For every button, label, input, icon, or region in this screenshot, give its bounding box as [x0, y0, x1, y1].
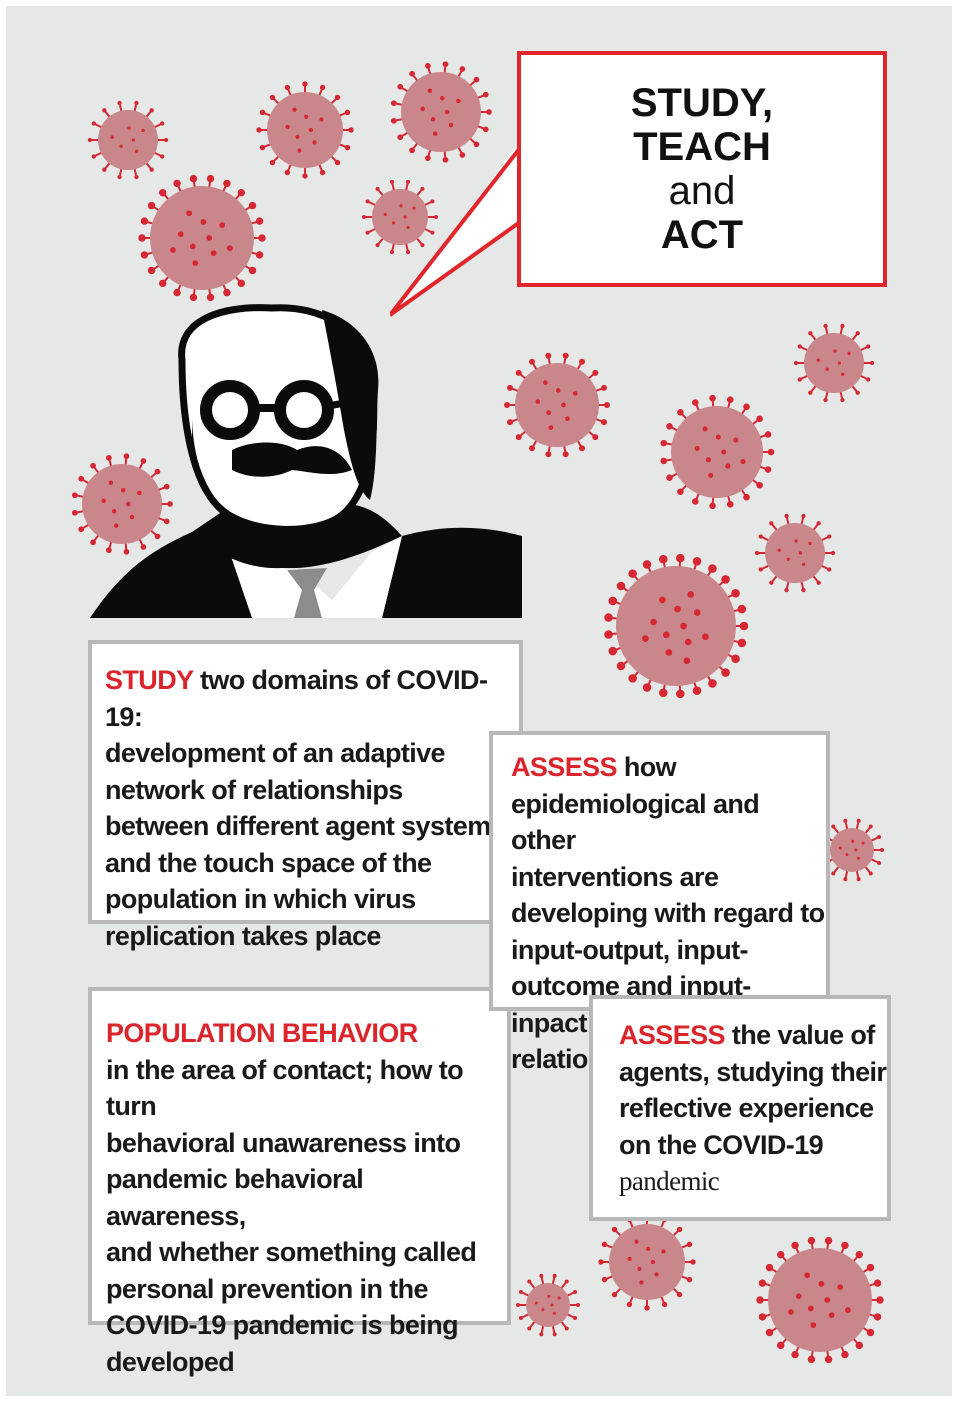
coronavirus-icon [362, 179, 438, 255]
assess2-keyword: ASSESS [619, 1020, 726, 1050]
population-line: personal prevention in the [106, 1273, 429, 1304]
coronavirus-icon [754, 513, 836, 593]
assess2-first-line: ASSESS the value of [619, 1017, 887, 1054]
assess1-first-line: ASSESS how [511, 749, 826, 786]
study-box: STUDY two domains of COVID-19: developme… [88, 640, 523, 951]
bubble-line-study: STUDY, [630, 81, 774, 125]
population-line: pandemic behavioral awareness, [106, 1164, 364, 1231]
assess-agents-box: ASSESS the value of agents, studying the… [589, 995, 891, 1221]
study-keyword: STUDY [105, 665, 194, 695]
coronavirus-icon [390, 61, 492, 163]
assess1-first-text: how [623, 752, 677, 782]
study-line: and the touch space of the [105, 847, 432, 878]
coronavirus-icon [660, 394, 775, 510]
assess2-first-text: the value of [731, 1020, 875, 1050]
study-first-line: STUDY two domains of COVID-19: [105, 662, 519, 735]
assess1-line: epidemiological and other [511, 788, 760, 856]
assess1-keyword: ASSESS [511, 752, 618, 782]
coronavirus-icon [793, 323, 875, 403]
coronavirus-icon [820, 818, 884, 882]
population-keyword: POPULATION BEHAVIOR [106, 1018, 418, 1048]
population-line: and whether something called [106, 1237, 477, 1267]
bubble-line-act: ACT [660, 213, 744, 257]
coronavirus-icon [598, 1213, 696, 1311]
coronavirus-icon [604, 554, 748, 698]
speech-bubble: STUDY, TEACH and ACT [517, 51, 887, 287]
coronavirus-icon [87, 100, 169, 180]
coronavirus-icon [756, 1236, 884, 1364]
study-line: development of an adaptive [105, 738, 446, 768]
assess1-line: developing with regard to [511, 898, 825, 928]
speech-bubble-tail [390, 142, 522, 317]
coronavirus-icon [256, 81, 354, 179]
study-first-text: two domains of COVID-19: [105, 665, 488, 732]
population-line: behavioral unawareness into [106, 1127, 461, 1158]
assess2-line: reflective experience [619, 1093, 874, 1123]
study-line: network of relationships [105, 774, 403, 805]
portrait-illustration [90, 304, 522, 618]
study-line: between different agent systems [105, 811, 506, 841]
coronavirus-icon [516, 1273, 580, 1337]
assess1-line: interventions are [511, 861, 719, 892]
coronavirus-icon [504, 352, 610, 458]
assess2-last-line: pandemic [619, 1166, 720, 1196]
assess2-line: on the COVID-19 [619, 1129, 824, 1160]
assess1-line: input-output, input- [511, 934, 748, 965]
population-line: developed [106, 1346, 235, 1377]
study-line: replication takes place [105, 920, 381, 951]
bubble-line-and: and [668, 169, 736, 213]
population-behavior-box: POPULATION BEHAVIOR in the area of conta… [88, 987, 511, 1377]
assess2-line: agents, studying their [619, 1056, 887, 1087]
study-line: population in which virus [105, 884, 416, 914]
coronavirus-icon [138, 174, 266, 302]
coronavirus-icon [71, 453, 173, 555]
bubble-line-teach: TEACH [633, 125, 771, 169]
population-line: COVID-19 pandemic is being [106, 1310, 459, 1340]
assess-interventions-box: ASSESS how epidemiological and other int… [489, 731, 830, 1074]
population-line: in the area of contact; how to turn [106, 1054, 464, 1122]
